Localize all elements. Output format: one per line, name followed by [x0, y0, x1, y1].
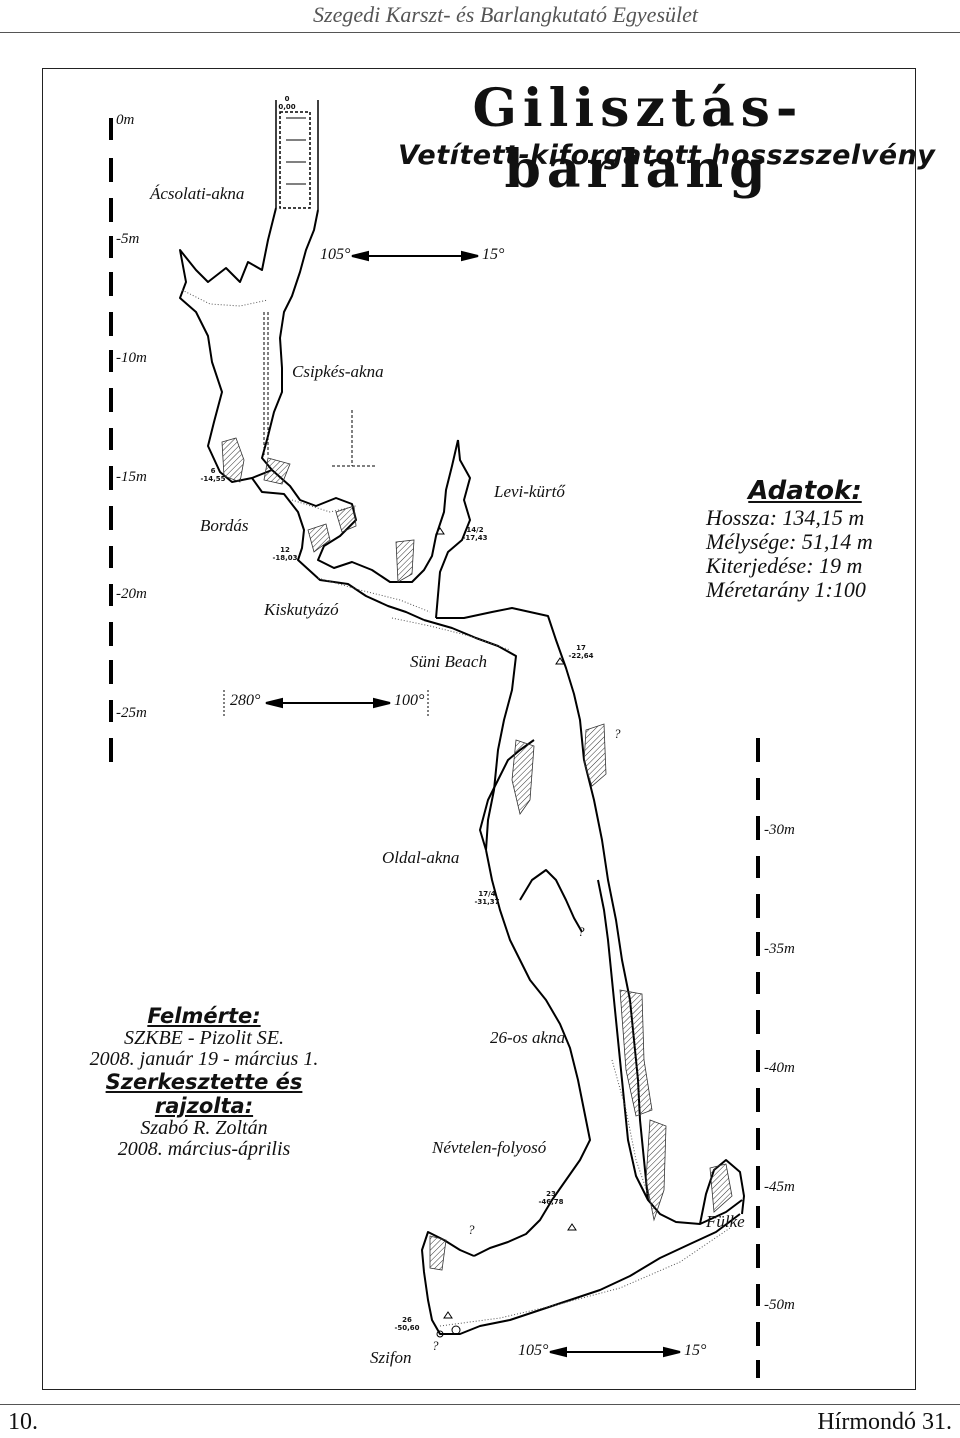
credits-drawn-heading: Szerkesztette és rajzolta:: [105, 1070, 303, 1118]
stats-depth: Mélysége: 51,14 m: [706, 529, 873, 554]
scale-left-label: 0m: [116, 112, 135, 128]
credits-surveyed-heading: Felmérte:: [147, 1004, 261, 1028]
credits-author: Szabó R. Zoltán: [140, 1117, 268, 1139]
credits-surveyors: SZKBE - Pizolit SE.: [124, 1027, 284, 1049]
cave-passage-outline: [179, 207, 745, 1335]
label-levi-kurto: Levi-kürtő: [494, 482, 565, 501]
breakdown-hatching: [221, 437, 733, 1271]
stats-heading: Adatok:: [748, 476, 862, 506]
label-acsolati-akna: Ácsolati-akna: [150, 184, 245, 203]
entrance-shaft: [275, 100, 319, 210]
label-bordas: Bordás: [200, 516, 249, 535]
unexplored-mark: ?: [614, 726, 621, 741]
survey-point: 23-46,78: [538, 1190, 564, 1206]
label-csipkes-akna: Csipkés-akna: [292, 362, 384, 381]
compass-bottom-left: 105°: [518, 1342, 549, 1359]
stats-extent: Kiterjedése: 19 m: [706, 553, 863, 578]
survey-stats: Adatok: Hossza: 134,15 m Mélysége: 51,14…: [700, 476, 910, 602]
map-frame: [42, 68, 916, 1390]
survey-point: 12-18,03: [272, 546, 298, 562]
label-26os-akna: 26-os akna: [490, 1028, 566, 1047]
survey-point: 17/4-31,37: [474, 890, 500, 906]
publication-name: Hírmondó 31.: [817, 1409, 952, 1435]
label-oldal-akna: Oldal-akna: [382, 848, 460, 867]
credits-survey-date: 2008. január 19 - március 1.: [89, 1048, 319, 1070]
map-title: Gilisztás-barlang: [472, 78, 804, 200]
compass-arrow-middle: [223, 690, 429, 716]
survey-point: 14/2-17,43: [462, 526, 488, 542]
unexplored-mark: ?: [468, 1222, 475, 1237]
scale-left-label: -5m: [116, 231, 140, 247]
scale-right-label: -40m: [764, 1060, 795, 1076]
compass-top-right: 15°: [482, 246, 505, 263]
compass-middle-right: 100°: [394, 692, 425, 709]
credits-drawn-date: 2008. március-április: [117, 1138, 291, 1160]
scale-left-label: -25m: [116, 705, 147, 721]
survey-point: 26-50,60: [394, 1316, 420, 1332]
reference-lines: [263, 312, 376, 467]
scale-right-label: -50m: [764, 1297, 795, 1313]
scale-left-label: -10m: [116, 350, 147, 366]
label-kiskutyazo: Kiskutyázó: [264, 600, 339, 619]
compass-arrow-bottom: [549, 1346, 681, 1358]
stats-scale: Méretarány 1:100: [706, 577, 866, 602]
map-subtitle: Vetített-kiforgatott hosszszelvény: [398, 140, 936, 171]
compass-middle-left: 280°: [230, 692, 261, 709]
label-szifon: Szifon: [370, 1348, 412, 1367]
compass-bottom-right: 15°: [684, 1342, 707, 1359]
scale-right-label: -45m: [764, 1179, 795, 1195]
survey-credits: Felmérte: SZKBE - Pizolit SE. 2008. janu…: [58, 1004, 350, 1160]
header-text: Szegedi Karszt- és Barlangkutató Egyesül…: [313, 2, 698, 27]
compass-top-left: 105°: [320, 246, 351, 263]
scale-right-label: -35m: [764, 941, 795, 957]
survey-point: 6-14,55: [200, 467, 226, 483]
scale-left-label: -15m: [116, 469, 147, 485]
compass-arrow-top: [351, 250, 479, 262]
scale-left-label: -20m: [116, 586, 147, 602]
survey-station-markers: [435, 527, 577, 1338]
unexplored-mark: ?: [578, 924, 585, 939]
unexplored-mark: ?: [432, 1338, 439, 1353]
page-footer: 10. Hírmondó 31.: [0, 1404, 960, 1438]
label-fulke: Fülke: [706, 1212, 745, 1231]
running-header: Szegedi Karszt- és Barlangkutató Egyesül…: [0, 0, 960, 33]
survey-point: 17-22,64: [568, 644, 594, 660]
page-number: 10.: [8, 1409, 38, 1435]
scale-right-label: -30m: [764, 822, 795, 838]
label-nevtelen-folyoso: Névtelen-folyosó: [432, 1138, 547, 1157]
stats-length: Hossza: 134,15 m: [706, 505, 865, 530]
label-suni-beach: Süni Beach: [410, 652, 487, 671]
